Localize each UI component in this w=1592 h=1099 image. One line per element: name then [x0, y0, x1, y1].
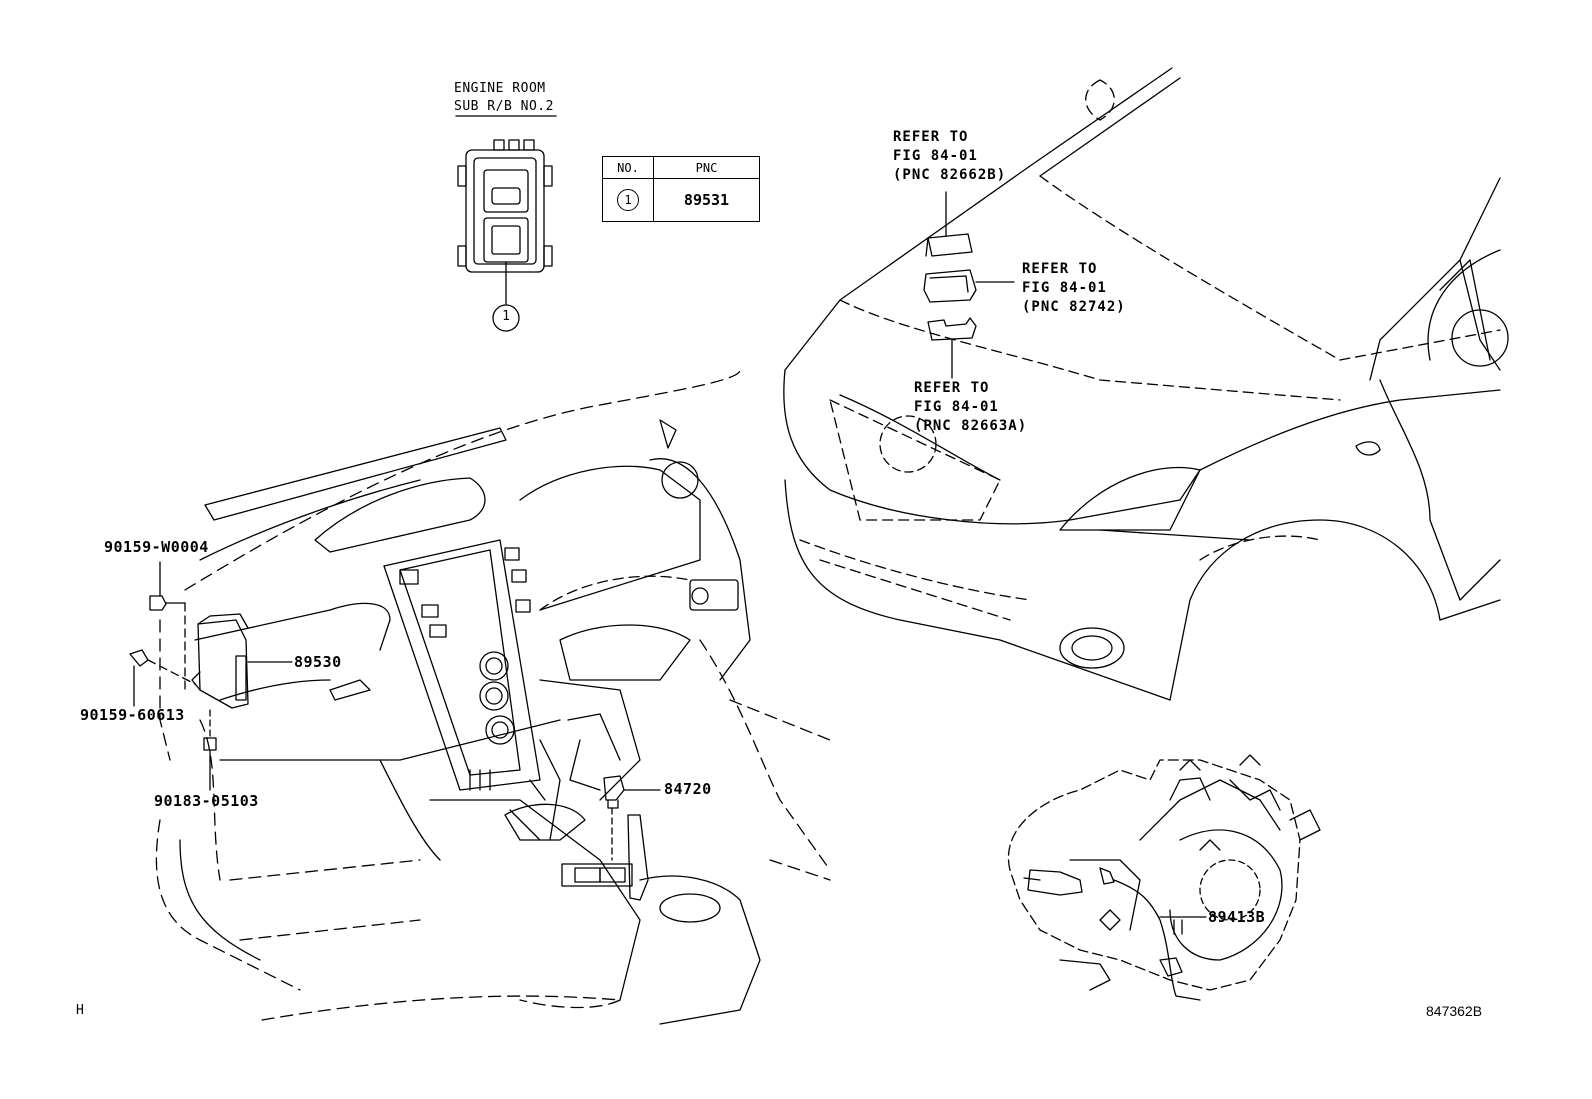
relay-block-drawing [455, 115, 557, 332]
part-label-90159-60613: 90159-60613 [80, 706, 185, 724]
part-label-89413b: 89413B [1208, 908, 1266, 926]
pnc-table-row-pnc: 89531 [653, 178, 760, 222]
pnc-table-row-no: 1 [602, 178, 654, 222]
refer-1-line1: REFER TO [893, 129, 969, 145]
pnc-table: NO. PNC 1 89531 [602, 156, 760, 222]
corner-code-left: H [76, 1003, 84, 1018]
part-label-90183-05103: 90183-05103 [154, 792, 259, 810]
pnc-table-row-no-value: 1 [617, 189, 639, 211]
car-front-drawing [783, 67, 1509, 701]
part-label-89530: 89530 [294, 653, 342, 671]
ecu-module-drawing [129, 561, 293, 791]
refer-2-line3: (PNC 82742) [1022, 299, 1126, 315]
refer-3-line1: REFER TO [914, 380, 990, 396]
part-label-84720: 84720 [664, 780, 712, 798]
refer-2-line1: REFER TO [1022, 261, 1098, 277]
interior-dashboard-drawing [155, 369, 831, 1025]
refer-2-line2: FIG 84-01 [1022, 280, 1107, 296]
figure-number: 847362B [1426, 1003, 1483, 1019]
pnc-table-header-no: NO. [602, 156, 654, 179]
relay-callout-number: 1 [502, 309, 510, 324]
part-label-90159-w0004: 90159-W0004 [104, 538, 209, 556]
refer-3-line2: FIG 84-01 [914, 399, 999, 415]
engine-room-label-line1: ENGINE ROOM [454, 81, 546, 96]
pnc-table-header-pnc: PNC [653, 156, 760, 179]
refer-1-line2: FIG 84-01 [893, 148, 978, 164]
refer-1-line3: (PNC 82662B) [893, 167, 1007, 183]
switch-84720-drawing [603, 775, 661, 861]
engine-room-label-line2: SUB R/B NO.2 [454, 99, 554, 114]
transmission-drawing [1007, 754, 1321, 1001]
fuse-parts-drawing [923, 191, 1015, 379]
refer-3-line3: (PNC 82663A) [914, 418, 1028, 434]
